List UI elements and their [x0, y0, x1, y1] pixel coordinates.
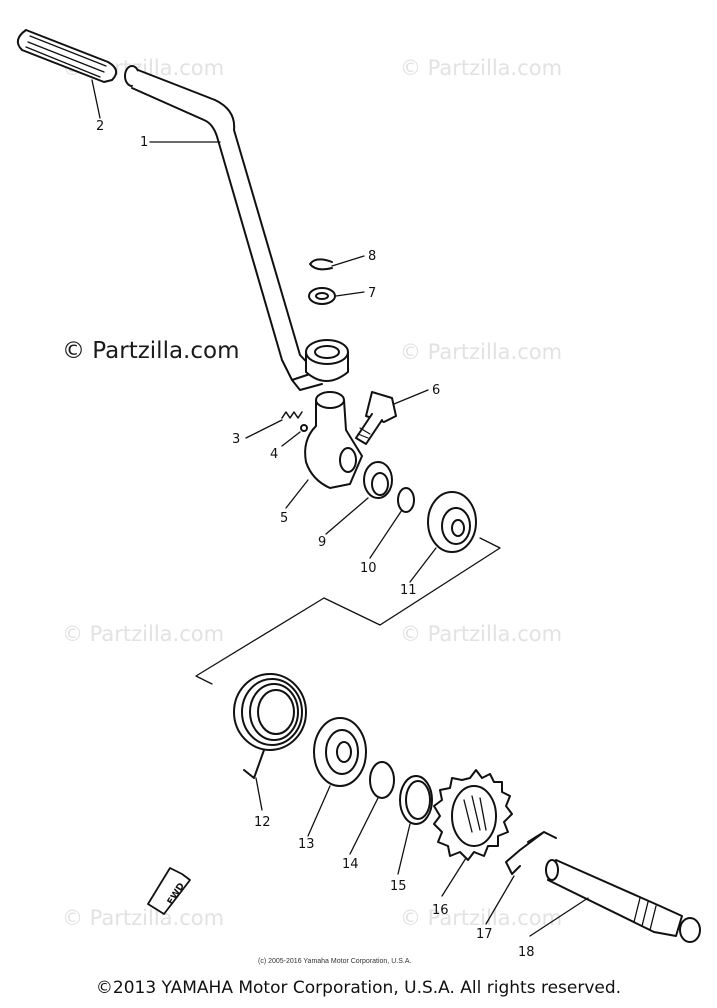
callout-7: 7: [368, 286, 376, 301]
washer-15: [399, 775, 433, 825]
circlip-10: [397, 487, 415, 513]
watermark: © Partzilla.com: [62, 622, 225, 646]
circlip-8: [309, 258, 333, 271]
callout-14: 14: [342, 857, 359, 872]
kick-grip: [16, 29, 140, 87]
callout-16: 16: [432, 903, 449, 918]
watermark-dark: © Partzilla.com: [62, 338, 240, 364]
assembly-reference-line: [195, 537, 501, 685]
callout-12: 12: [254, 815, 271, 830]
kick-axle-18: [545, 859, 701, 943]
ball-4: [300, 424, 308, 432]
callout-3: 3: [232, 432, 240, 447]
leader-lines: [91, 79, 589, 937]
callout-13: 13: [298, 837, 315, 852]
kick-gear-16: [433, 769, 513, 861]
collar-9: [363, 461, 393, 499]
washer-7: [308, 287, 336, 305]
watermark: © Partzilla.com: [400, 906, 563, 930]
callout-9: 9: [318, 535, 326, 550]
callout-5: 5: [280, 511, 288, 526]
callout-6: 6: [432, 383, 440, 398]
spring-3: [281, 411, 303, 419]
callout-10: 10: [360, 561, 377, 576]
callout-4: 4: [270, 447, 278, 462]
kick-spring-12: [233, 673, 307, 779]
spring-guide-13: [313, 717, 367, 787]
callout-2: 2: [96, 119, 104, 134]
kick-boss-5: [304, 391, 363, 489]
bolt-6: [355, 391, 397, 445]
callout-8: 8: [368, 249, 376, 264]
callout-17: 17: [476, 927, 493, 942]
callout-1: 1: [140, 135, 148, 150]
circlip-14: [369, 761, 395, 799]
watermark: © Partzilla.com: [400, 340, 563, 364]
forward-arrow: [147, 867, 191, 915]
crank-boss: [305, 339, 349, 382]
clip-17: [505, 831, 557, 875]
callout-11: 11: [400, 583, 417, 598]
watermark: © Partzilla.com: [62, 906, 225, 930]
footer-copyright: ©2013 YAMAHA Motor Corporation, U.S.A. A…: [95, 978, 622, 998]
spring-guide-11: [427, 491, 477, 553]
watermark: © Partzilla.com: [400, 622, 563, 646]
callout-15: 15: [390, 879, 407, 894]
small-credit: (c) 2005-2016 Yamaha Motor Corporation, …: [258, 958, 412, 965]
callout-18: 18: [518, 945, 535, 960]
kick-crank-lever: [131, 69, 323, 391]
watermark: © Partzilla.com: [400, 56, 563, 80]
